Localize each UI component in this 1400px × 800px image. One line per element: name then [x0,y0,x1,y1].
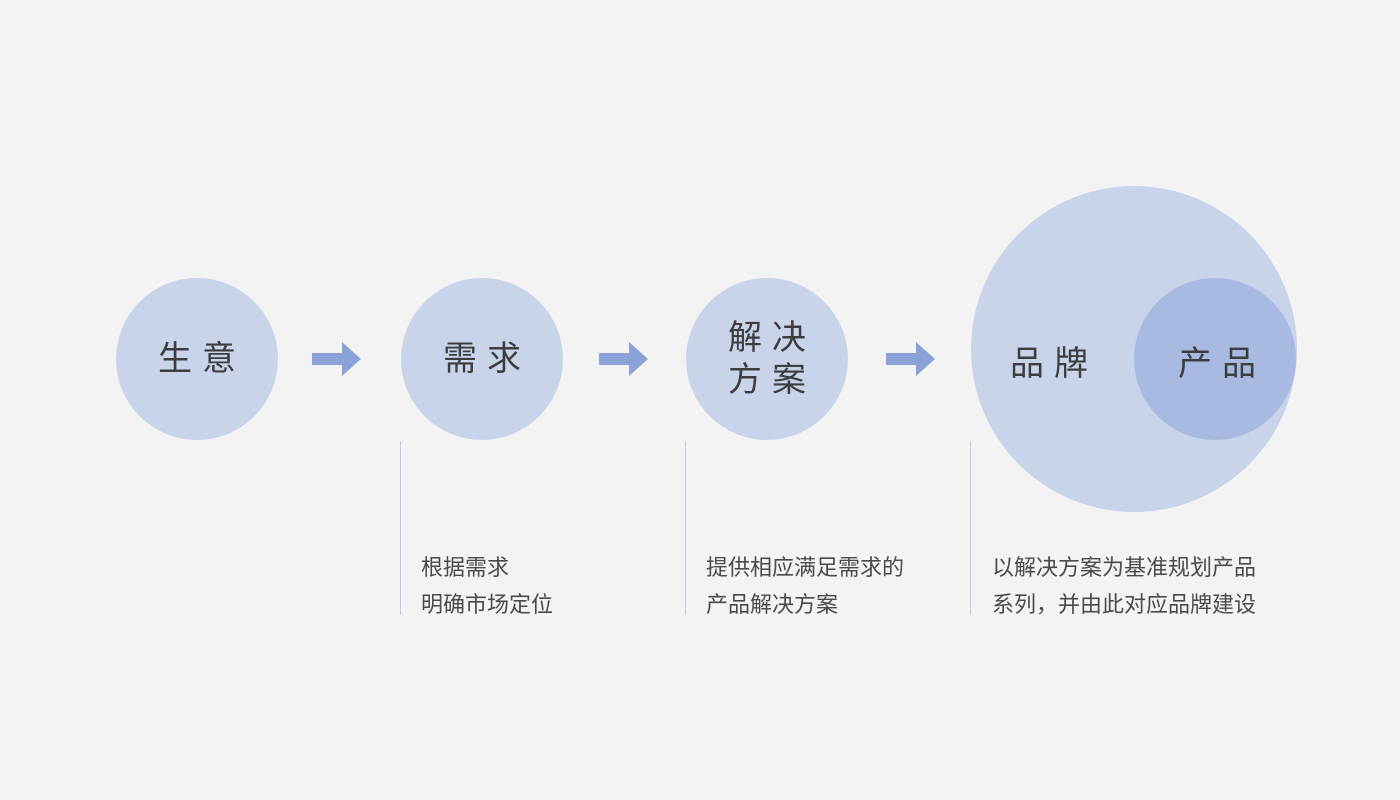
step-description-solution: 提供相应满足需求的 产品解决方案 [706,550,904,624]
step-description-demand: 根据需求 明确市场定位 [421,550,553,624]
step-circle-demand: 需求 [401,278,563,440]
description-line: 以解决方案为基准规划产品 [992,556,1257,581]
step-circle-product [1134,278,1296,440]
step-label-product: 产品 [1178,344,1266,384]
description-line: 提供相应满足需求的 [706,556,905,581]
description-line: 明确市场定位 [421,593,554,618]
arrow-right-icon [599,342,648,376]
step-label-solution: 解决方案 [728,317,816,401]
step-circle-solution: 解决方案 [686,278,848,440]
step-label-brand: 品牌 [1010,344,1098,384]
description-line: 系列，并由此对应品牌建设 [992,593,1257,618]
step-label-demand: 需求 [443,338,531,379]
step-description-brand: 以解决方案为基准规划产品 系列，并由此对应品牌建设 [992,550,1256,624]
arrow-right-icon [886,342,935,376]
divider-line [970,441,971,615]
description-line: 产品解决方案 [706,593,839,618]
step-circle-business: 生意 [116,278,278,440]
description-line: 根据需求 [421,556,510,581]
step-label-business: 生意 [158,338,246,379]
arrow-right-icon [312,342,361,376]
divider-line [685,441,686,615]
divider-line [400,441,401,615]
